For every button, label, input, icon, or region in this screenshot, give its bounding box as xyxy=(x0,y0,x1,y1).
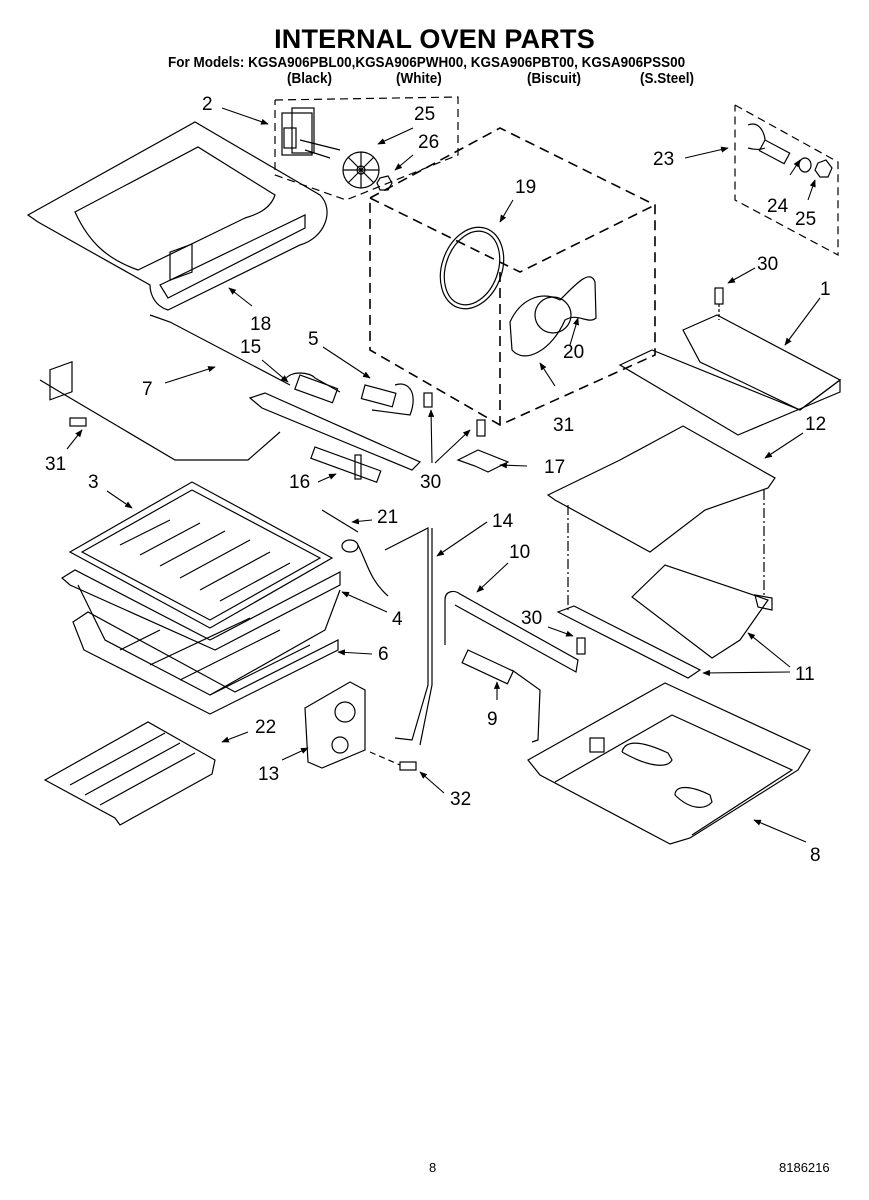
callout-13: 13 xyxy=(258,764,280,785)
fan-cover xyxy=(509,276,597,357)
page-number: 8 xyxy=(429,1160,437,1175)
color-label-steel: (S.Steel) xyxy=(640,71,694,87)
broil-burner xyxy=(248,372,422,471)
convection-motor xyxy=(281,107,341,159)
convection-element xyxy=(439,226,505,310)
color-label-biscuit: (Biscuit) xyxy=(527,71,581,87)
bottom-pan xyxy=(527,682,811,845)
callout-26: 26 xyxy=(418,132,440,153)
oven-burner xyxy=(461,649,541,743)
gas-tube xyxy=(384,527,433,746)
broil-igniter xyxy=(310,446,382,483)
leader-lines xyxy=(66,107,821,843)
callout-25-fan: 25 xyxy=(414,104,436,125)
callout-24: 24 xyxy=(767,196,789,217)
callout-32: 32 xyxy=(450,789,472,810)
callout-30-tube: 30 xyxy=(521,608,543,629)
oven-rack xyxy=(72,611,339,715)
fan-blade xyxy=(342,151,380,189)
screw-30-low xyxy=(576,637,586,655)
color-label-black: (Black) xyxy=(287,71,332,87)
callout-19: 19 xyxy=(515,177,537,198)
callout-9: 9 xyxy=(487,709,498,730)
callout-5: 5 xyxy=(308,329,319,350)
callout-21: 21 xyxy=(377,507,399,528)
callout-1: 1 xyxy=(820,279,831,300)
callout-4: 4 xyxy=(392,609,403,630)
callout-7: 7 xyxy=(142,379,153,400)
callout-16: 16 xyxy=(289,472,311,493)
callout-14: 14 xyxy=(492,511,514,532)
callout-25-nut: 25 xyxy=(795,209,817,230)
callout-11: 11 xyxy=(795,664,815,685)
page-title: INTERNAL OVEN PARTS xyxy=(274,24,595,54)
oven-bottom xyxy=(546,425,776,553)
thermostat xyxy=(304,681,366,769)
burner-baffle xyxy=(556,490,773,679)
screw-30-top xyxy=(714,287,724,320)
color-label-white: (White) xyxy=(396,71,442,87)
callout-6: 6 xyxy=(378,644,389,665)
model-list: For Models: KGSA906PBL00,KGSA906PWH00, K… xyxy=(168,55,686,71)
callout-20: 20 xyxy=(563,342,585,363)
callout-17: 17 xyxy=(544,457,566,478)
sensor xyxy=(321,509,389,597)
washer-24 xyxy=(798,157,812,173)
bracket-17 xyxy=(456,449,510,473)
callout-30-shield: 30 xyxy=(757,254,779,275)
callout-12: 12 xyxy=(805,414,827,435)
callout-15: 15 xyxy=(240,337,262,358)
heat-shield xyxy=(618,314,842,436)
nut-25 xyxy=(814,159,833,178)
broiler-pan-grid xyxy=(68,481,334,629)
orifice xyxy=(747,123,791,165)
nut-26 xyxy=(376,175,393,191)
callout-2: 2 xyxy=(202,94,213,115)
callout-10: 10 xyxy=(509,542,531,563)
callout-31-cavity: 31 xyxy=(553,415,575,436)
oven-cavity xyxy=(369,127,656,426)
broiler-pan xyxy=(60,569,341,696)
bake-burner-tube xyxy=(444,590,579,673)
document-number: 8186216 xyxy=(779,1160,830,1175)
callout-22: 22 xyxy=(255,717,277,738)
callout-30-burner: 30 xyxy=(420,472,442,493)
callout-8: 8 xyxy=(810,845,821,866)
oven-igniter-valve xyxy=(360,383,414,416)
rack-22 xyxy=(43,721,216,826)
thermal-tube xyxy=(39,243,291,461)
callout-18: 18 xyxy=(250,314,272,335)
screw-32 xyxy=(369,751,417,771)
orifice-group xyxy=(734,104,839,257)
convection-motor-group xyxy=(274,96,459,201)
callout-23: 23 xyxy=(653,149,675,170)
screw-31-left xyxy=(69,417,87,427)
screw-30-mid xyxy=(423,392,486,437)
callout-31-tube: 31 xyxy=(45,454,67,475)
callout-3: 3 xyxy=(88,472,99,493)
